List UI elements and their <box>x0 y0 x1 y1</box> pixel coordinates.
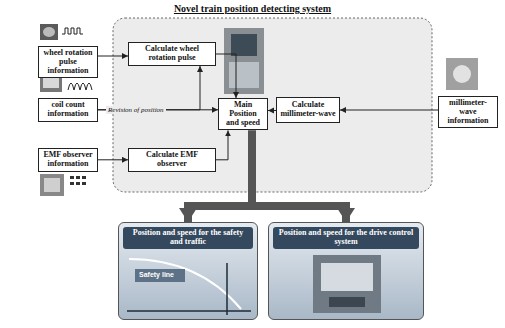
box-label: millimeter-wave information <box>442 99 494 125</box>
process-box: millimeter-wave information <box>438 96 498 128</box>
box-label: wheel rotation pulse information <box>42 49 94 75</box>
output-panel: Position and speed for the drive control… <box>268 222 424 320</box>
emf-photo <box>40 174 64 196</box>
output-arrow <box>188 130 252 222</box>
process-box: coil count information <box>38 98 98 122</box>
panel-title: Position and speed for the drive control… <box>273 227 419 249</box>
process-box: EMF observer information <box>38 148 98 172</box>
coil-wave <box>68 83 92 90</box>
process-box: Calculate EMF observer <box>128 148 216 172</box>
panel-title: Position and speed for the safety and tr… <box>123 227 253 249</box>
edge-label: Revision of position <box>106 106 166 114</box>
diagram-title: Novel train position detecting system <box>0 3 505 14</box>
wheel-photo <box>40 24 58 40</box>
signal-arrow <box>268 110 276 111</box>
output-panel: Position and speed for the safety and tr… <box>118 222 258 320</box>
signal-arrow <box>216 54 236 98</box>
millimeter-photo <box>446 58 478 90</box>
process-box: Calculate millimeter-wave <box>276 97 340 123</box>
process-box: Calculate wheel rotation pulse <box>128 42 216 66</box>
emf-grid <box>70 176 86 185</box>
box-label: Main Position and speed <box>222 101 264 127</box>
output-arrow <box>252 130 346 222</box>
chart-label: Safety line <box>139 271 174 278</box>
signal-arrow <box>98 56 128 57</box>
box-label: EMF observer information <box>42 151 94 169</box>
signal-arrow <box>216 130 228 159</box>
pulse-wave <box>62 28 83 34</box>
signal-arrow <box>98 159 128 160</box>
process-box: wheel rotation pulse information <box>38 46 98 78</box>
box-label: coil count information <box>42 101 94 119</box>
box-label: Calculate wheel rotation pulse <box>132 45 212 63</box>
box-label: Calculate millimeter-wave <box>280 101 336 119</box>
signal-arrow <box>340 110 438 111</box>
process-box: Main Position and speed <box>218 98 268 130</box>
box-label: Calculate EMF observer <box>132 151 212 169</box>
train-photo <box>224 28 264 94</box>
signal-arrow <box>98 66 200 110</box>
